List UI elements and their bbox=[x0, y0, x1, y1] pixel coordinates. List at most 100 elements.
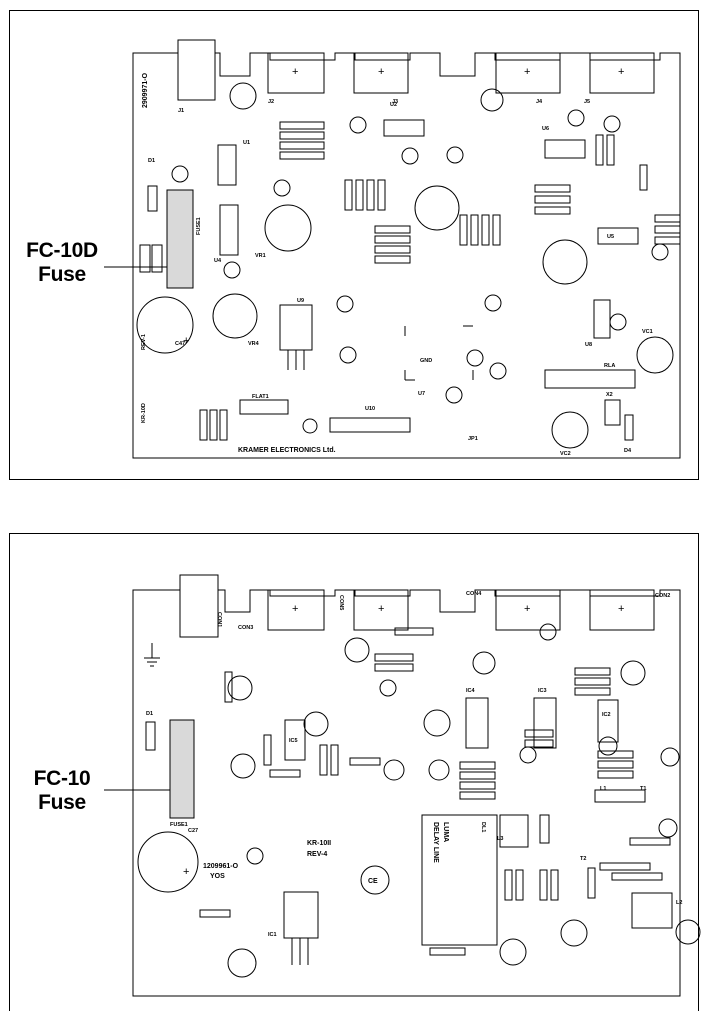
label-l2: L2 bbox=[676, 900, 682, 906]
fc10-fuse-callout: FC-10 Fuse bbox=[20, 767, 104, 815]
label-u8: U8 bbox=[585, 342, 592, 348]
ic-u1 bbox=[217, 144, 237, 186]
delay-line-line1: LUMA bbox=[442, 822, 449, 842]
board-code-bottom: 1209961-O bbox=[203, 863, 239, 870]
pot-vr4 bbox=[212, 293, 258, 339]
svg-text:+: + bbox=[524, 603, 530, 615]
svg-text:+: + bbox=[292, 66, 298, 78]
label-con4: CON4 bbox=[466, 591, 482, 597]
delay-line-line2: DELAY LINE bbox=[432, 822, 439, 863]
pot-vr1 bbox=[264, 204, 312, 252]
regulator-ic1 bbox=[283, 891, 319, 939]
relay-rla bbox=[544, 369, 636, 389]
model-top: KR-10D bbox=[141, 403, 147, 423]
label-j5: J5 bbox=[584, 99, 590, 105]
label-t1: T1 bbox=[640, 786, 646, 792]
bottom-pcb bbox=[104, 574, 701, 997]
ic-u5 bbox=[597, 227, 639, 245]
label-u4: U4 bbox=[214, 258, 222, 264]
top-board-labels: 2909971-O REV-1 KR-10D KRAMER ELECTRONIC… bbox=[141, 72, 653, 457]
label-fuse-top: FUSE1 bbox=[196, 217, 202, 235]
ic-l3 bbox=[499, 814, 529, 848]
label-vc1: VC1 bbox=[642, 329, 653, 335]
label-u6: U6 bbox=[542, 126, 549, 132]
label-vr1: VR1 bbox=[255, 253, 266, 259]
rev-top: REV-1 bbox=[141, 334, 147, 350]
maker-top: KRAMER ELECTRONICS Ltd. bbox=[238, 447, 336, 454]
board-code-top: 2909971-O bbox=[142, 72, 149, 108]
connector-con2 bbox=[589, 589, 655, 631]
callout-model: FC-10 bbox=[33, 767, 91, 790]
connector-j1 bbox=[177, 39, 216, 101]
trimmer-vc1 bbox=[636, 336, 674, 374]
svg-text:+: + bbox=[618, 66, 624, 78]
label-d1-top: D1 bbox=[148, 158, 155, 164]
rev-bottom: REV-4 bbox=[307, 851, 327, 858]
cap-pair-left bbox=[139, 244, 151, 273]
label-flat1: FLAT1 bbox=[252, 394, 269, 400]
label-vr4: VR4 bbox=[248, 341, 260, 347]
label-ic2: IC2 bbox=[602, 712, 611, 718]
label-d4: D4 bbox=[624, 448, 632, 454]
ground-symbol bbox=[144, 643, 160, 667]
ic-ic4 bbox=[465, 697, 489, 749]
callout-fuse-word: Fuse bbox=[38, 791, 86, 814]
ic-u10 bbox=[329, 417, 411, 433]
label-u5: U5 bbox=[607, 234, 614, 240]
top-pcb-outline bbox=[132, 39, 681, 459]
yos-code: YOS bbox=[210, 873, 225, 880]
connector-j5 bbox=[589, 52, 655, 94]
connector-con4 bbox=[495, 589, 561, 631]
capacitor-c47 bbox=[136, 296, 194, 354]
callout-fuse-word: Fuse bbox=[38, 263, 86, 286]
svg-text:+: + bbox=[524, 66, 530, 78]
label-u7: U7 bbox=[418, 391, 425, 397]
connector-plus-markers: ++++ ++++ ++ bbox=[183, 66, 624, 878]
ic-ic2 bbox=[597, 699, 619, 743]
connector-con1 bbox=[179, 574, 219, 638]
label-rla: RLA bbox=[604, 363, 615, 369]
svg-text:+: + bbox=[183, 866, 189, 878]
label-gnd: GND bbox=[420, 358, 432, 364]
svg-text:+: + bbox=[378, 603, 384, 615]
label-x2: X2 bbox=[606, 392, 613, 398]
connector-j4 bbox=[495, 52, 561, 94]
svg-text:+: + bbox=[183, 335, 189, 347]
callout-model: FC-10D bbox=[26, 239, 98, 262]
regulator-u9 bbox=[279, 304, 313, 351]
ic-u4 bbox=[219, 204, 239, 256]
pot-center-right bbox=[542, 239, 588, 285]
label-fuse-bottom: FUSE1 bbox=[170, 822, 188, 828]
ic-u8 bbox=[593, 299, 611, 339]
label-c47: C47 bbox=[175, 341, 185, 347]
label-con5: CON5 bbox=[338, 595, 344, 610]
fuse-top bbox=[166, 189, 194, 289]
ce-mark bbox=[360, 865, 390, 895]
label-j2: J2 bbox=[268, 99, 274, 105]
label-t2: T2 bbox=[580, 856, 586, 862]
ic-ic5 bbox=[284, 719, 306, 761]
label-u1: U1 bbox=[243, 140, 250, 146]
label-u10: U10 bbox=[365, 406, 375, 412]
model-bottom: KR-10II bbox=[307, 840, 331, 847]
bottom-pcb-outline bbox=[132, 574, 681, 997]
ic-u2 bbox=[383, 119, 425, 137]
label-jp1: JP1 bbox=[468, 436, 478, 442]
capacitor-c27 bbox=[137, 831, 199, 893]
ic-l1 bbox=[594, 789, 646, 803]
label-ic3: IC3 bbox=[538, 688, 547, 694]
trimmer-vc2 bbox=[551, 411, 589, 449]
label-j1: J1 bbox=[178, 108, 184, 114]
bottom-board-labels: 1209961-O YOS KR-10II REV-4 CE LUMA DELA… bbox=[146, 591, 682, 938]
fuse-bottom bbox=[169, 719, 195, 819]
svg-text:+: + bbox=[292, 603, 298, 615]
ic-u6 bbox=[544, 139, 586, 159]
label-ic1: IC1 bbox=[268, 932, 277, 938]
cap-pair-right bbox=[151, 244, 163, 273]
ic-l2 bbox=[631, 892, 673, 929]
label-l3: L3 bbox=[497, 836, 503, 842]
label-con1: CON1 bbox=[216, 612, 222, 627]
label-dl1: DL1 bbox=[480, 822, 486, 832]
label-ic4: IC4 bbox=[466, 688, 476, 694]
